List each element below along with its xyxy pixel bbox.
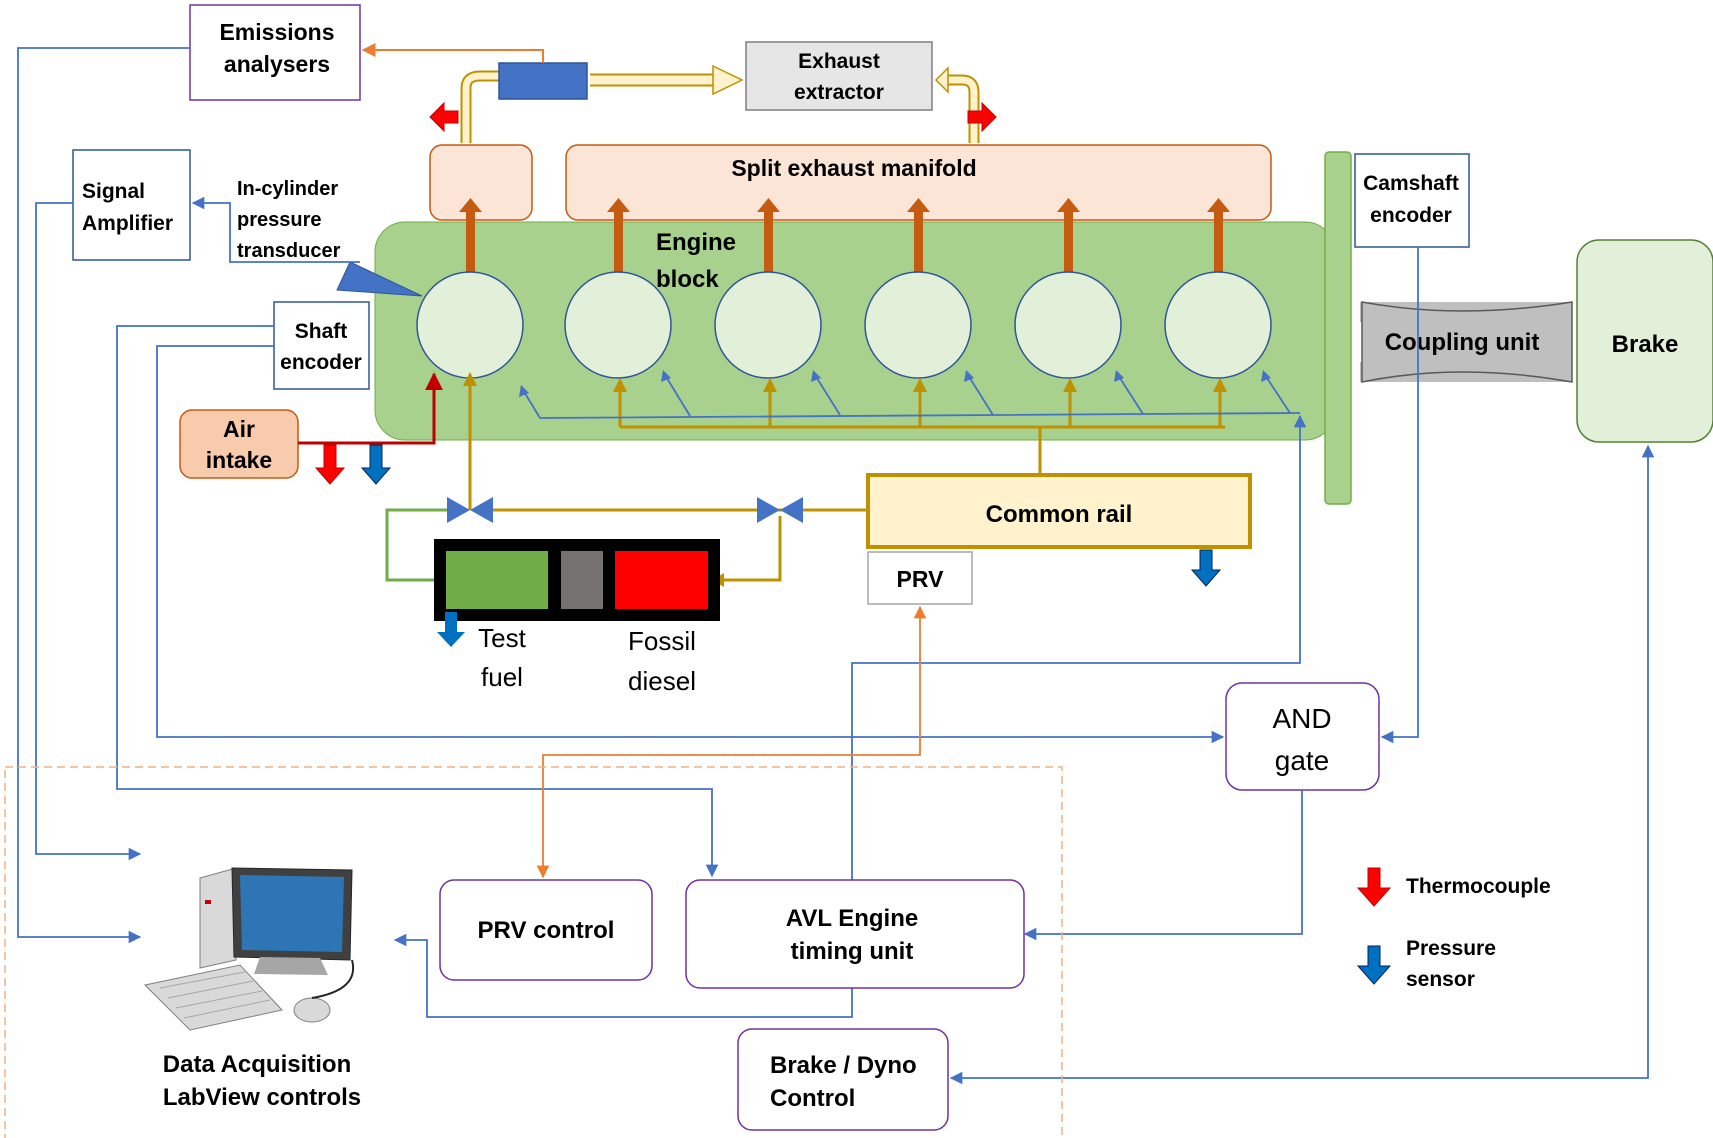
- exhaust-return-arrow: [934, 66, 949, 94]
- diesel-valve: [757, 497, 780, 523]
- signal-amplifier: [72, 149, 191, 261]
- common-rail-label: Common rail: [986, 501, 1133, 528]
- cylinder-2: [564, 271, 672, 379]
- test-fuel-return-line: [385, 508, 447, 582]
- brake-label: Brake: [1612, 331, 1679, 358]
- cylinder-signal-arrows: [519, 370, 1271, 397]
- air-intake-label: intake: [206, 447, 272, 473]
- avl-timing-unit-label: AVL Engine: [786, 905, 918, 932]
- shaft-encoder-label: encoder: [280, 351, 362, 374]
- cylinder-6: [1164, 271, 1272, 379]
- transducer-label: transducer: [237, 240, 341, 262]
- brake-dyno-control-label: Control: [770, 1085, 855, 1112]
- engine-block-label: block: [656, 266, 719, 293]
- air-intake-line: [298, 372, 443, 445]
- coupling-unit-shape: [1361, 301, 1573, 383]
- pressure-transducer: [336, 261, 423, 297]
- coupling-unit-label: Coupling unit: [1385, 329, 1540, 356]
- fossil-diesel-label: Fossil: [628, 626, 696, 656]
- tank-divider: [561, 551, 603, 609]
- exhaust-sample-box: [498, 62, 588, 100]
- air-thermocouple: [314, 444, 346, 485]
- test-fuel-label: Test: [478, 623, 526, 653]
- transducer-signal-line: [191, 196, 360, 263]
- emissions-analysers: [189, 4, 361, 101]
- transducer-label: In-cylinder: [237, 178, 338, 200]
- cylinder-4: [864, 271, 972, 379]
- computer-icon: [143, 867, 355, 1031]
- thermocouple-legend-label: Thermocouple: [1406, 875, 1551, 898]
- shaft-encoder-label: Shaft: [295, 320, 348, 343]
- pressure-sensor-legend-icon: [1356, 945, 1392, 985]
- cylinder-3: [714, 271, 822, 379]
- prv-control-line: [536, 605, 927, 879]
- diesel-valve: [780, 497, 803, 523]
- shaft-encoder: [273, 301, 370, 390]
- fuel-line-arrows: [463, 372, 1227, 587]
- legend: Thermocouple Pressure sensor: [1356, 867, 1551, 991]
- camshaft-encoder-label: Camshaft: [1363, 172, 1459, 195]
- daq-label: Data Acquisition: [163, 1051, 351, 1078]
- test-fuel-compartment: [446, 551, 548, 609]
- exhaust-pipes: [460, 70, 980, 143]
- avl-timing-unit-label: timing unit: [791, 938, 914, 965]
- cylinder-1: [416, 271, 524, 379]
- rail-pressure-sensor: [1190, 549, 1222, 587]
- brake-dyno-control-label: Brake / Dyno: [770, 1052, 917, 1079]
- signal-amplifier-label: Signal: [82, 180, 145, 203]
- avl-timing-unit: [685, 879, 1025, 989]
- signal-wiring: [17, 47, 1655, 1085]
- thermocouple-legend-icon: [1356, 867, 1392, 907]
- transducer-label: pressure: [237, 209, 322, 231]
- exhaust-extractor-arrow: [712, 64, 744, 96]
- camshaft-encoder: [1354, 153, 1470, 248]
- cylinder-5: [1014, 271, 1122, 379]
- air-pressure-sensor: [360, 444, 392, 485]
- test-fuel-pressure-sensor: [437, 612, 465, 647]
- brake: [1576, 239, 1713, 443]
- and-gate-label: AND: [1272, 703, 1331, 734]
- split-manifold-label: Split exhaust manifold: [731, 155, 976, 181]
- brake-dyno-control: [737, 1028, 949, 1131]
- cylinders: [416, 271, 1272, 379]
- daq-label: LabView controls: [163, 1084, 361, 1111]
- air-intake-label: Air: [223, 416, 255, 442]
- and-gate-label: gate: [1275, 745, 1330, 776]
- pressure-sensor-legend-label: sensor: [1406, 968, 1475, 991]
- fossil-diesel-compartment: [615, 551, 708, 609]
- flywheel-plate: [1324, 151, 1352, 505]
- prv-control-label: PRV control: [478, 917, 615, 944]
- daq-region: [4, 766, 1063, 1138]
- engine-block-label: Engine: [656, 229, 736, 256]
- test-fuel-valve: [470, 497, 493, 523]
- emissions-analysers-label: Emissions: [219, 19, 334, 45]
- prv-control: [439, 879, 653, 981]
- exhaust-thermocouple-right: [967, 101, 997, 133]
- cylinder-signal-lines: [522, 374, 1301, 419]
- test-fuel-label: fuel: [481, 662, 523, 692]
- pressure-sensor-legend-label: Pressure: [1406, 937, 1496, 960]
- emissions-analysers-label: analysers: [224, 51, 330, 77]
- exhaust-manifold-left: [429, 144, 533, 221]
- camshaft-encoder-label: encoder: [1370, 204, 1452, 227]
- exhaust-extractor-label: extractor: [794, 81, 884, 104]
- emissions-sample-line: [361, 43, 544, 63]
- exhaust-extractor-label: Exhaust: [798, 50, 880, 73]
- exhaust-extractor: [745, 41, 933, 111]
- exhaust-thermocouple-left: [429, 101, 459, 133]
- test-fuel-valve: [447, 497, 470, 523]
- fossil-diesel-label: diesel: [628, 666, 696, 696]
- prv-label: PRV: [897, 566, 945, 592]
- exhaust-flow-arrows: [459, 198, 1230, 272]
- signal-amplifier-label: Amplifier: [82, 212, 173, 235]
